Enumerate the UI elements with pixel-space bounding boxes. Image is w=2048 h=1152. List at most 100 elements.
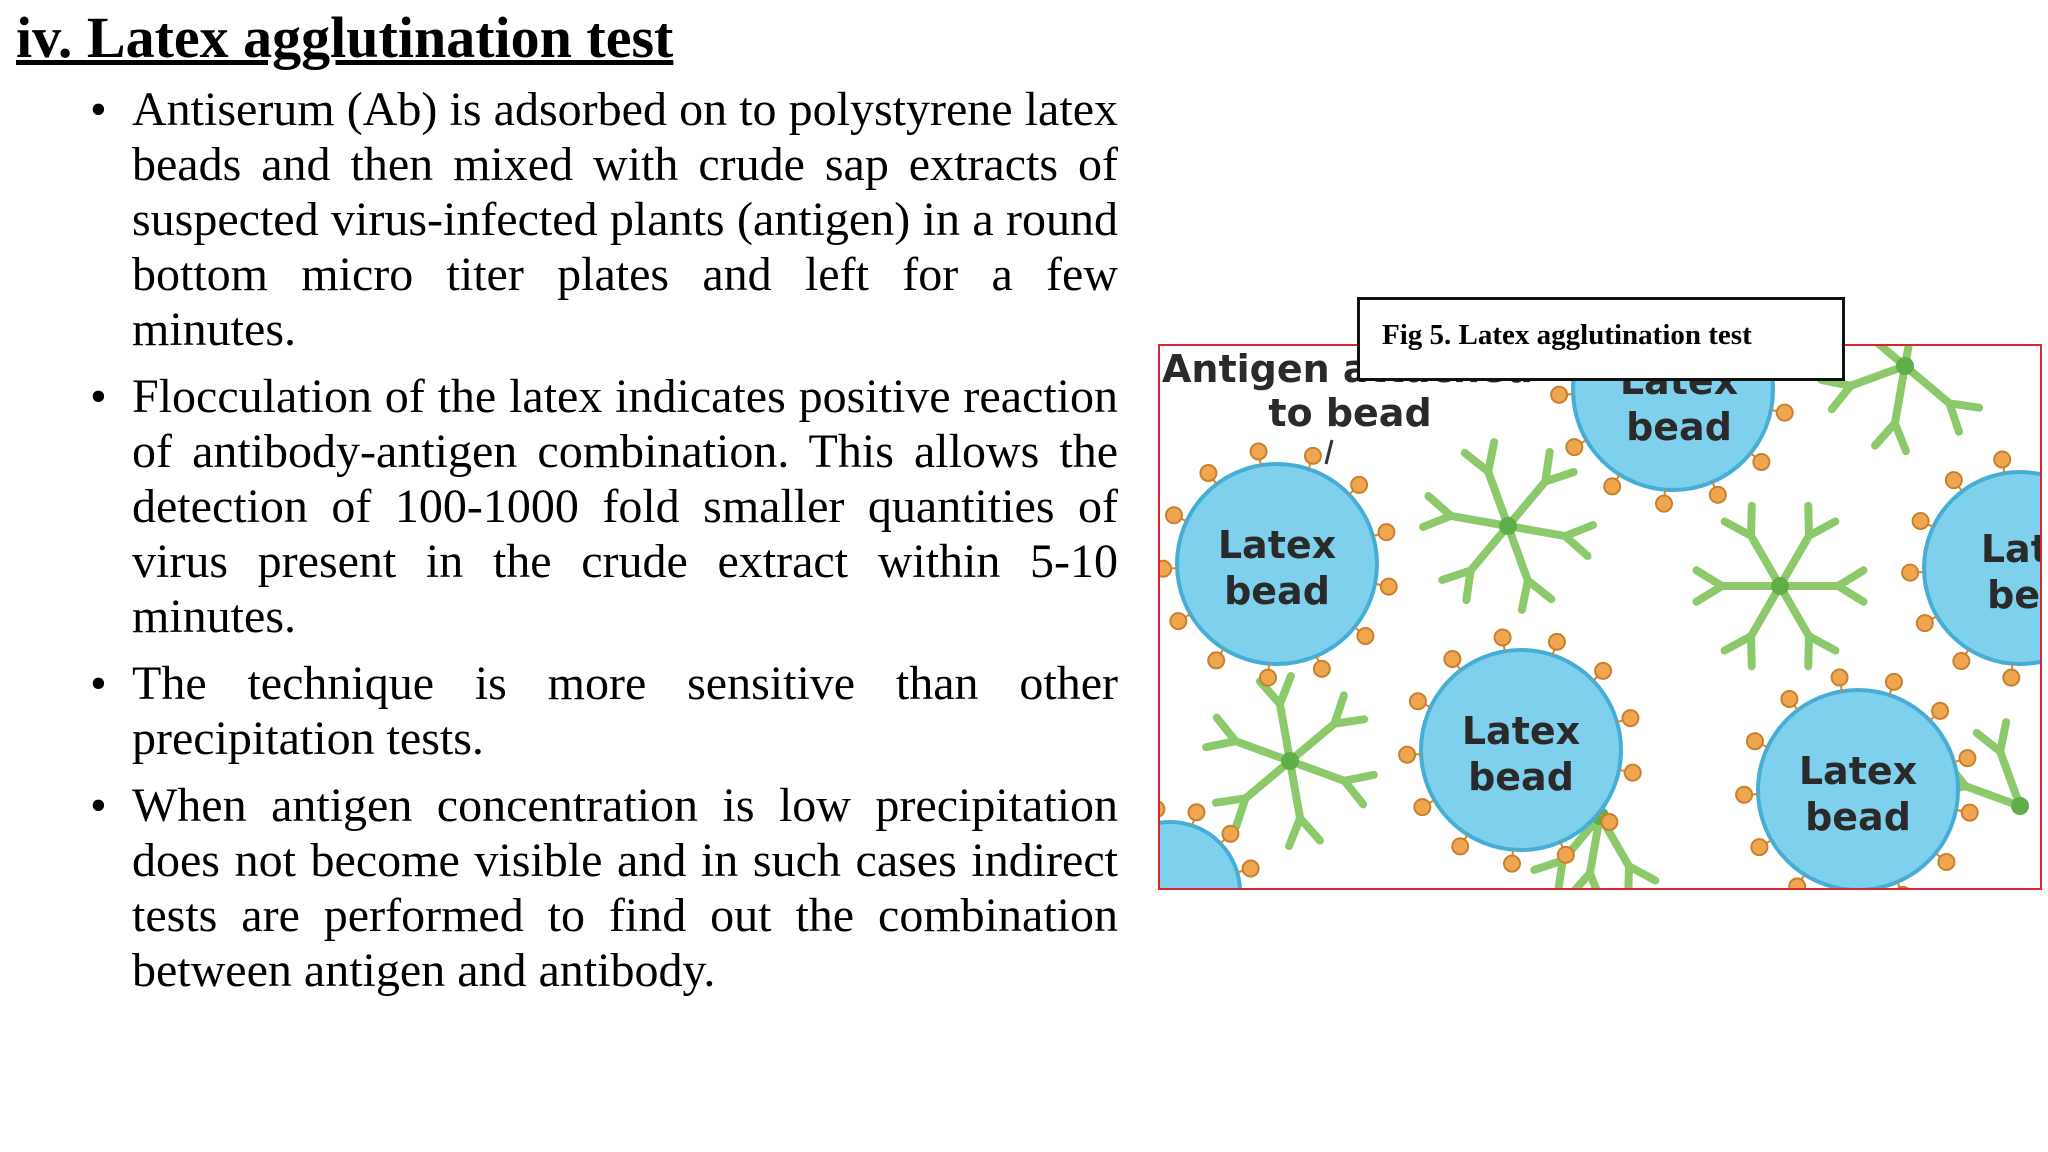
antigen-dot	[1312, 659, 1331, 678]
antigen-dot	[1169, 612, 1188, 631]
antigen-dot	[1931, 701, 1950, 720]
antigen-dot	[1884, 672, 1903, 691]
antigen-dot	[1187, 803, 1206, 822]
antibody-icon	[1776, 501, 1840, 590]
antigen-dot	[1350, 475, 1369, 494]
antigen-label: to bead	[1268, 391, 1431, 435]
antigen-dot	[1915, 614, 1934, 633]
antigen-dot	[1160, 559, 1173, 578]
antibody-icon	[1720, 582, 1784, 671]
antibody-icon	[1901, 346, 1913, 370]
antigen-dot	[1752, 452, 1771, 471]
antigen-dot	[1623, 763, 1642, 782]
antigen-dot	[1750, 838, 1769, 857]
antibody-icon	[1776, 566, 1868, 606]
antibody-icon	[1874, 346, 1909, 370]
latex-bead	[1922, 470, 2040, 666]
antibody-icon	[1504, 522, 1556, 614]
antigen-dot	[1594, 661, 1613, 680]
bullet-dot: •	[90, 83, 107, 136]
antigen-dot	[1937, 852, 1956, 871]
antigen-dot	[1830, 668, 1849, 687]
antigen-dot	[1911, 511, 1930, 530]
antigen-dot	[1160, 800, 1166, 818]
antigen-dot	[1556, 845, 1575, 864]
antigen-dot	[2002, 668, 2021, 687]
antigen-dot	[1221, 824, 1240, 843]
bead-label: Latex	[1799, 749, 1917, 793]
antigen-dot	[1654, 494, 1673, 513]
bullet-item: • Antiserum (Ab) is adsorbed on to polys…	[90, 82, 1118, 357]
antigen-dot	[1241, 859, 1260, 878]
antibody-icon	[1418, 492, 1512, 531]
antigen-dot	[1356, 626, 1375, 645]
antibody-icon	[1972, 718, 2024, 810]
antigen-dot	[1788, 877, 1807, 888]
antibody-hub	[1499, 517, 1517, 535]
antigen-dot	[1303, 446, 1322, 465]
antibody-hub	[2011, 797, 2029, 815]
antibody-icon	[1901, 362, 1984, 436]
antigen-dot	[1958, 749, 1977, 768]
latex-bead	[1175, 462, 1379, 666]
antigen-dot	[1603, 477, 1622, 496]
antigen-dot	[1952, 652, 1971, 671]
antibody-icon	[1692, 566, 1784, 606]
antibody-icon	[1286, 691, 1369, 765]
latex-bead	[1571, 346, 1775, 492]
antigen-dot	[1745, 732, 1764, 751]
bead-label: Latex	[1462, 709, 1580, 753]
antigen-dot	[1896, 885, 1909, 888]
bullet-text: Antiserum (Ab) is adsorbed on to polysty…	[132, 83, 1118, 356]
bullet-item: • When antigen concentration is low prec…	[90, 778, 1118, 998]
antigen-dot	[1379, 577, 1398, 596]
bead-label: bead	[1987, 573, 2040, 617]
antibody-icon	[1202, 713, 1294, 765]
antigen-dot	[1398, 745, 1417, 764]
antigen-dot	[1408, 692, 1427, 711]
antigen-dot	[1199, 463, 1218, 482]
bullet-item: • Flocculation of the latex indicates po…	[90, 369, 1118, 644]
antigen-dot	[1944, 471, 1963, 490]
antigen-dot	[1708, 485, 1727, 504]
bullet-text: The technique is more sensitive than oth…	[132, 657, 1118, 765]
antigen-dot	[1164, 506, 1183, 525]
antigen-dot	[1565, 438, 1584, 457]
bullet-dot: •	[90, 370, 107, 423]
antigen-dot	[1377, 523, 1396, 542]
antibody-hub	[1281, 752, 1299, 770]
bead-label: Latex	[1218, 523, 1336, 567]
slide-title: iv. Latex agglutination test	[16, 5, 674, 70]
antigen-dot	[1207, 651, 1226, 670]
antigen-dot	[1735, 785, 1754, 804]
antigen-dot	[1493, 628, 1512, 647]
latex-bead-illustration: LatexbeadLatexbeadLatexbeadLatexbeadLate…	[1160, 346, 2040, 888]
antibody-icon	[1438, 522, 1512, 605]
bullet-item: • The technique is more sensitive than o…	[90, 656, 1118, 766]
figure-caption: Fig 5. Latex agglutination test	[1357, 297, 1845, 381]
antibody-icon	[1871, 362, 1910, 456]
antibody-icon	[1285, 757, 1324, 851]
antigen-dot	[1258, 668, 1277, 687]
bead-label: bead	[1805, 795, 1911, 839]
antigen-dot	[1550, 385, 1569, 404]
latex-bead	[1756, 688, 1960, 888]
antigen-dot	[1443, 649, 1462, 668]
antibody-icon	[1460, 438, 1512, 530]
bead-label: bead	[1468, 755, 1574, 799]
latex-bead	[1419, 648, 1623, 852]
bead-label: Latex	[1981, 527, 2040, 571]
antigen-dot	[1780, 689, 1799, 708]
antigen-dot	[1901, 563, 1920, 582]
antibody-icon	[1776, 582, 1840, 671]
antigen-dot	[1547, 632, 1566, 651]
bead-label: bead	[1626, 405, 1732, 449]
latex-agglutination-figure: LatexbeadLatexbeadLatexbeadLatexbeadLate…	[1158, 344, 2042, 890]
antigen-dot	[1960, 803, 1979, 822]
antibody-icon	[1504, 521, 1598, 560]
antibody-hub	[1771, 577, 1789, 595]
antibody-icon	[1286, 757, 1378, 809]
antibody-icon	[1211, 757, 1294, 831]
antibody-icon	[1720, 501, 1784, 590]
bullet-dot: •	[90, 657, 107, 710]
